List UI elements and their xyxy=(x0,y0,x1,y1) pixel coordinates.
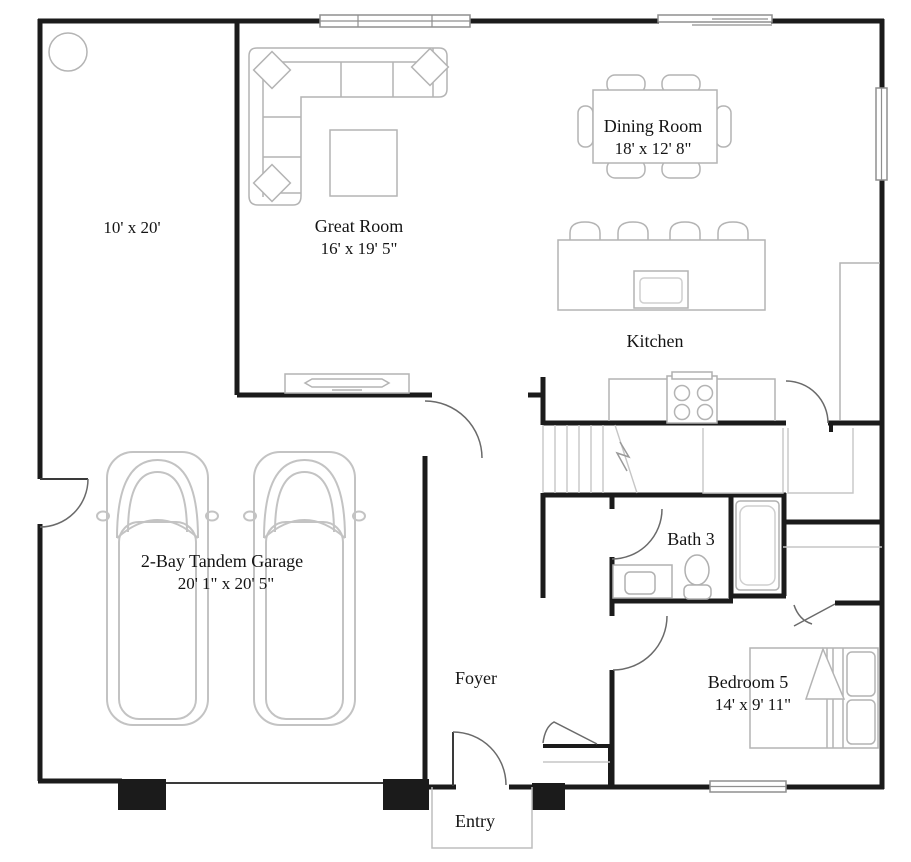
bath-sink xyxy=(624,571,656,595)
bedroom-furniture xyxy=(749,646,879,749)
bedroom-door-arc xyxy=(612,615,668,671)
kitchen-label: Kitchen xyxy=(627,331,684,351)
sofa-pillow xyxy=(252,163,292,203)
bedroom5-label: Bedroom 5 xyxy=(708,672,789,692)
garage-dims: 20' 1" x 20' 5" xyxy=(178,574,275,593)
coffee-table xyxy=(329,129,398,197)
bed-pillow xyxy=(846,651,876,697)
dining-room-dims: 18' x 12' 8" xyxy=(615,139,692,158)
dining-chair xyxy=(577,105,594,148)
entry-label: Entry xyxy=(455,811,495,831)
coat-closet-door xyxy=(542,721,598,745)
toilet-bowl xyxy=(684,554,710,586)
dining-chair xyxy=(715,105,732,148)
sofa-pillow xyxy=(252,50,292,90)
front-door-arc xyxy=(452,731,507,786)
staircase xyxy=(542,424,638,494)
sectional-sofa xyxy=(248,47,448,206)
doors xyxy=(39,380,836,786)
bed-fold xyxy=(804,646,846,700)
tub xyxy=(735,500,780,591)
dining-table xyxy=(592,89,718,164)
side-door-arc xyxy=(39,478,89,528)
entry-post xyxy=(532,783,565,810)
storage-dims: 10' x 20' xyxy=(103,218,160,237)
great-room-label: Great Room xyxy=(315,216,403,236)
bath3-label: Bath 3 xyxy=(667,529,715,549)
hall-closet-b xyxy=(787,428,854,494)
island-sink xyxy=(633,270,689,309)
car xyxy=(243,451,366,726)
interior-walls xyxy=(234,19,884,789)
closets xyxy=(431,428,882,849)
bed-pillow xyxy=(846,699,876,745)
bar-stools xyxy=(569,221,749,240)
column-circle xyxy=(48,32,88,72)
car xyxy=(96,451,219,726)
tv xyxy=(303,378,391,391)
entry-porch xyxy=(431,787,533,849)
garage-label: 2-Bay Tandem Garage xyxy=(141,551,303,571)
garage-cars xyxy=(96,451,366,726)
dining-furniture xyxy=(577,74,732,179)
sofa-pillow xyxy=(410,47,450,87)
great-room-furniture xyxy=(48,32,450,394)
bath-door-arc xyxy=(611,508,663,560)
dining-room-label: Dining Room xyxy=(604,116,703,136)
garage-post-left xyxy=(118,779,166,810)
bedroom5-dims: 14' x 9' 11" xyxy=(715,695,791,714)
foyer-label: Foyer xyxy=(455,668,497,688)
hall-closet-a xyxy=(702,428,784,494)
great-room-dims: 16' x 19' 5" xyxy=(321,239,398,258)
bedroom-closet-door xyxy=(793,603,836,627)
stair-direction-arrow xyxy=(615,441,631,472)
garage-post-right xyxy=(383,779,429,810)
windows xyxy=(319,14,888,793)
room-labels: 10' x 20' Great Room 16' x 19' 5" Dining… xyxy=(103,116,791,831)
foyer-door-arc xyxy=(424,400,483,459)
toilet-tank xyxy=(683,584,712,600)
kitchen-fixtures xyxy=(557,221,880,424)
kitchen-counter-right xyxy=(839,262,880,420)
kitchen-hall-door-arc xyxy=(785,380,829,424)
bath-fixtures xyxy=(612,500,780,600)
